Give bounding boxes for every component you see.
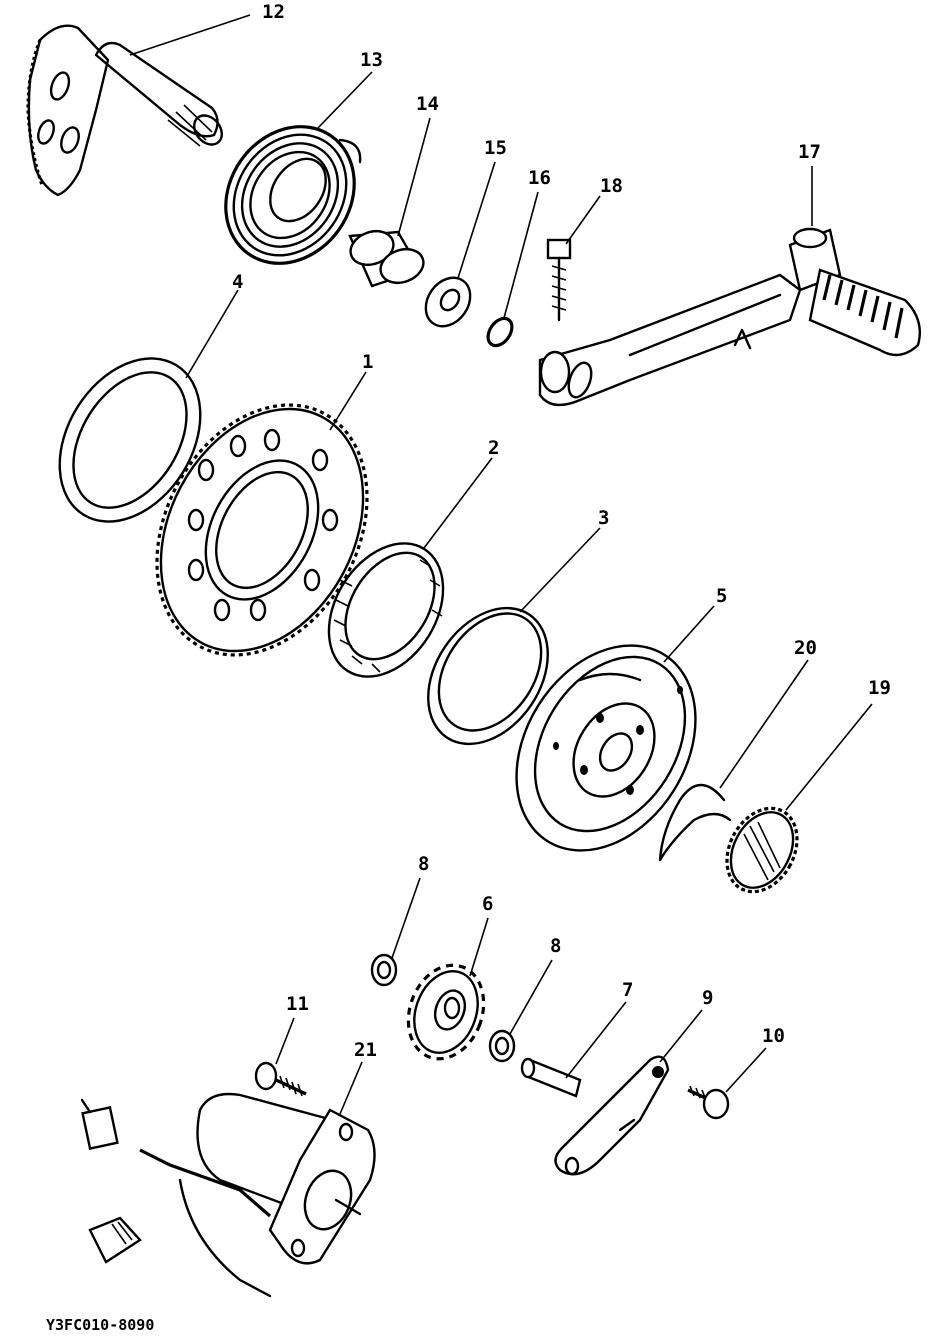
callout-17: 17 xyxy=(798,141,821,163)
part-9-lever xyxy=(554,1055,670,1176)
callout-18: 18 xyxy=(600,175,623,197)
callout-3: 3 xyxy=(598,507,609,529)
callout-8-lower: 8 xyxy=(550,935,561,957)
part-14-collar xyxy=(348,229,425,288)
leader-lines xyxy=(129,14,873,1115)
part-21-starter-motor xyxy=(80,1092,376,1298)
callout-20: 20 xyxy=(794,637,817,659)
part-8-bearing-lower xyxy=(488,1029,516,1063)
callout-2: 2 xyxy=(488,437,499,459)
part-12-kick-axle xyxy=(26,24,223,197)
callout-8-upper: 8 xyxy=(418,853,429,875)
callout-21: 21 xyxy=(354,1039,377,1061)
part-20-spring-clip xyxy=(658,783,732,862)
callout-16: 16 xyxy=(528,167,551,189)
part-1-large-gear xyxy=(155,403,369,657)
part-3-ring xyxy=(427,606,549,746)
part-5-clutch-plate xyxy=(515,644,697,852)
part-8-bearing-upper xyxy=(370,953,398,987)
part-6-sprocket xyxy=(406,963,486,1061)
part-11-bolt xyxy=(254,1061,307,1097)
callout-10: 10 xyxy=(762,1025,785,1047)
callout-4: 4 xyxy=(232,271,243,293)
part-15-washer xyxy=(424,276,472,328)
part-19-small-gear xyxy=(725,806,799,894)
callout-labels: 12 13 14 15 16 18 17 4 1 2 3 5 20 19 8 6… xyxy=(232,1,891,1061)
callout-13: 13 xyxy=(360,49,383,71)
part-7-pin xyxy=(520,1057,582,1098)
part-17-kick-crank xyxy=(538,227,922,407)
callout-5: 5 xyxy=(716,585,727,607)
callout-1: 1 xyxy=(362,351,373,373)
diagram-code: Y3FC010-8090 xyxy=(46,1316,154,1334)
part-4-gasket xyxy=(58,357,202,523)
callout-19: 19 xyxy=(868,677,891,699)
part-13-spring xyxy=(224,125,362,265)
callout-6: 6 xyxy=(482,893,493,915)
part-16-circlip xyxy=(486,316,514,348)
part-2-needle-bearing xyxy=(327,542,445,678)
part-18-bolt xyxy=(546,238,572,322)
callout-14: 14 xyxy=(416,93,439,115)
callout-9: 9 xyxy=(702,987,713,1009)
part-10-screw xyxy=(687,1085,730,1120)
callout-11: 11 xyxy=(286,993,309,1015)
callout-15: 15 xyxy=(484,137,507,159)
callout-7: 7 xyxy=(622,979,633,1001)
callout-12: 12 xyxy=(262,1,285,23)
